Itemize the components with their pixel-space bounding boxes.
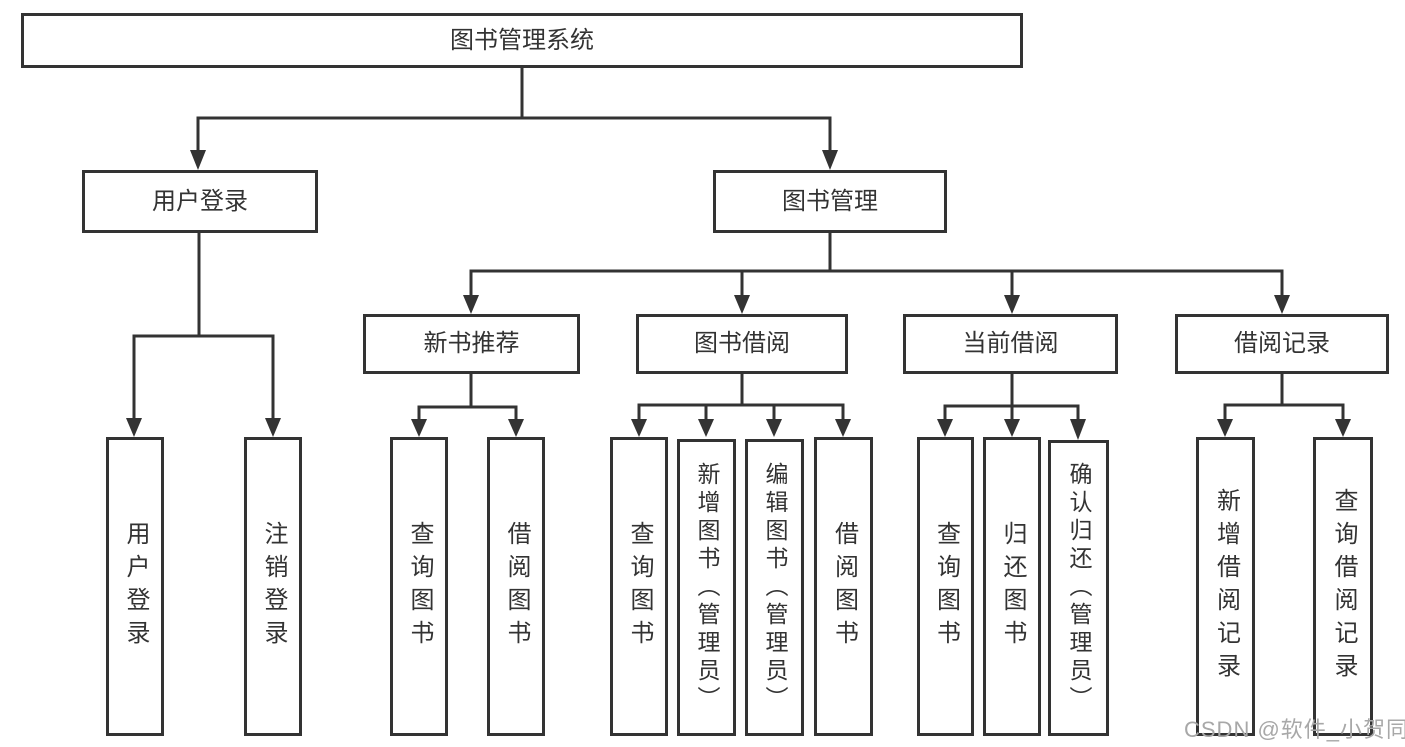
node-new-book-recommend: 新书推荐: [363, 314, 580, 374]
node-label: 借阅记录: [1234, 330, 1330, 357]
leaf-label: 归还图书: [999, 520, 1026, 653]
leaf-br-add-record: 新增借阅记录: [1196, 437, 1255, 736]
edges-book-borrowing: [631, 372, 851, 437]
leaf-logout: 注销登录: [244, 437, 302, 736]
leaf-cb-query-books: 查询图书: [917, 437, 974, 736]
edges-borrow-records: [1217, 372, 1351, 437]
node-label: 新书推荐: [423, 330, 520, 357]
leaf-label: 注销登录: [260, 520, 287, 653]
edges-current-borrowing: [937, 372, 1086, 440]
edges-user-login: [126, 230, 281, 437]
leaf-label: 新增图书（管理员）: [694, 461, 720, 714]
leaf-label: 查询图书: [626, 520, 653, 653]
leaf-nbr-query-books: 查询图书: [390, 437, 448, 736]
leaf-bb-add-books-admin: 新增图书（管理员）: [677, 439, 736, 736]
edges-book-management: [463, 231, 1290, 314]
node-label: 图书管理系统: [450, 26, 594, 54]
leaf-label: 用户登录: [122, 520, 149, 653]
node-label: 用户登录: [152, 187, 248, 215]
node-label: 图书管理: [782, 187, 878, 215]
leaf-nbr-borrow-books: 借阅图书: [487, 437, 545, 736]
leaf-br-query-record: 查询借阅记录: [1313, 437, 1373, 736]
leaf-label: 借阅图书: [503, 520, 530, 653]
node-label: 当前借阅: [962, 330, 1059, 357]
leaf-cb-confirm-return-admin: 确认归还（管理员）: [1048, 440, 1109, 736]
leaf-label: 查询图书: [406, 520, 433, 653]
node-current-borrowing: 当前借阅: [903, 314, 1118, 374]
leaf-bb-query-books: 查询图书: [610, 437, 668, 736]
leaf-label: 借阅图书: [830, 520, 858, 653]
leaf-label: 查询借阅记录: [1330, 487, 1357, 686]
node-book-management: 图书管理: [713, 170, 947, 233]
leaf-label: 新增借阅记录: [1212, 487, 1240, 686]
node-book-borrowing: 图书借阅: [636, 314, 848, 374]
edges-new-book-recommend: [411, 372, 524, 437]
leaf-label: 查询图书: [932, 520, 960, 653]
leaf-bb-edit-books-admin: 编辑图书（管理员）: [745, 439, 804, 736]
node-borrow-records: 借阅记录: [1175, 314, 1389, 374]
edges-root: [190, 66, 838, 170]
leaf-label: 编辑图书（管理员）: [762, 461, 788, 714]
node-root: 图书管理系统: [21, 13, 1023, 68]
node-user-login: 用户登录: [82, 170, 318, 233]
leaf-bb-borrow-books: 借阅图书: [814, 437, 873, 736]
leaf-label: 确认归还（管理员）: [1066, 462, 1092, 714]
watermark: CSDN @软件_小贺同学: [1184, 717, 1405, 742]
leaf-cb-return-books: 归还图书: [983, 437, 1041, 736]
leaf-user-login: 用户登录: [106, 437, 164, 736]
node-label: 图书借阅: [694, 330, 790, 357]
